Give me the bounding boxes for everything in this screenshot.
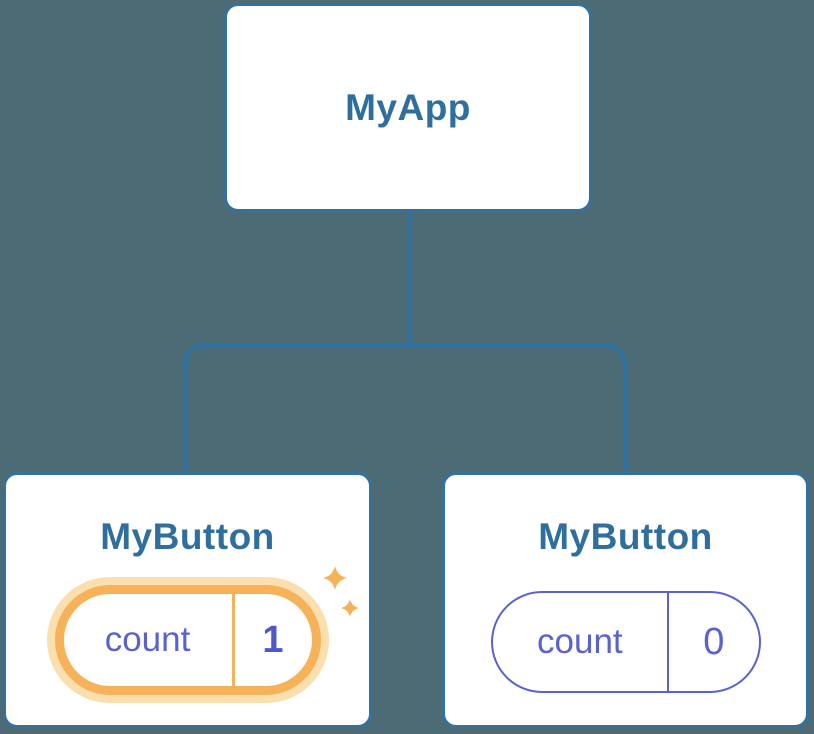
node-mybutton-2: MyButton count 0 xyxy=(442,472,809,728)
state-value: 0 xyxy=(703,620,725,663)
pill-divider xyxy=(231,594,235,686)
connector-bracket xyxy=(183,343,627,473)
state-value: 1 xyxy=(262,618,284,661)
node-title: MyApp xyxy=(345,86,471,128)
state-pill: count 0 xyxy=(490,591,761,693)
state-highlight-glow: count 1 xyxy=(46,577,329,703)
node-mybutton-1: MyButton count 1 xyxy=(3,472,372,728)
node-title: MyButton xyxy=(100,516,275,557)
state-pill-highlighted: count 1 xyxy=(54,585,321,695)
state-key-label: count xyxy=(537,622,623,661)
pill-divider xyxy=(667,593,670,691)
node-myapp: MyApp xyxy=(224,3,592,212)
state-key-label: count xyxy=(104,620,191,659)
node-title: MyButton xyxy=(538,516,713,557)
